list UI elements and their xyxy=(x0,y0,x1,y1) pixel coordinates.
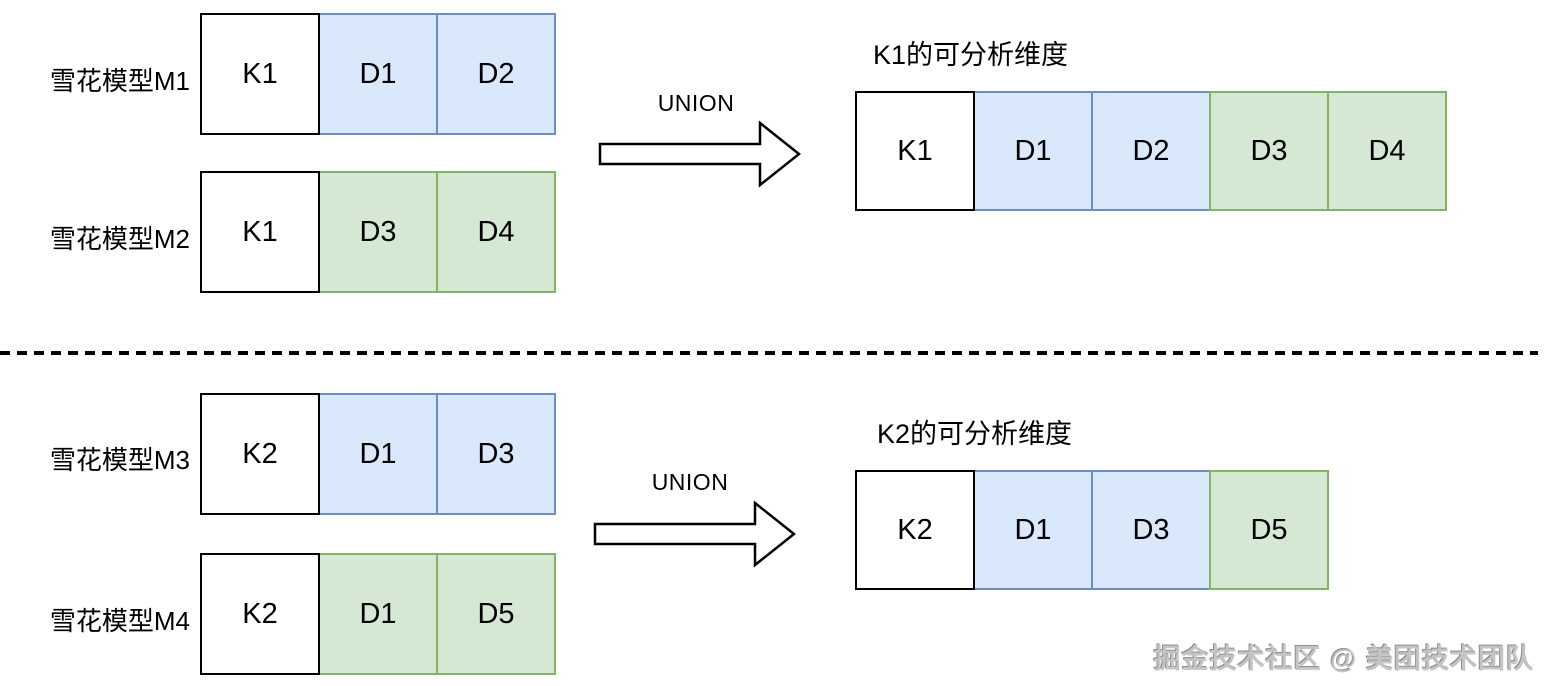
result-row-k1: K1 D1 D2 D3 D4 xyxy=(855,91,1447,211)
union-arrow-icon xyxy=(593,500,797,568)
result-cell: K1 xyxy=(855,91,975,211)
section-divider xyxy=(0,351,1538,355)
model-cell: D3 xyxy=(436,393,556,515)
result-title-k2: K2的可分析维度 xyxy=(877,419,1073,449)
union-label-top: UNION xyxy=(657,90,735,116)
model-row-m1: K1 D1 D2 xyxy=(200,13,556,135)
model-label-m4: 雪花模型M4 xyxy=(49,606,190,636)
model-cell: K1 xyxy=(200,171,320,293)
union-arrow-icon xyxy=(598,120,802,188)
model-label-m2: 雪花模型M2 xyxy=(49,224,190,254)
model-cell: K1 xyxy=(200,13,320,135)
model-cell: D1 xyxy=(318,393,438,515)
model-row-m2: K1 D3 D4 xyxy=(200,171,556,293)
result-cell: K2 xyxy=(855,470,975,590)
model-row-m3: K2 D1 D3 xyxy=(200,393,556,515)
result-cell: D1 xyxy=(973,470,1093,590)
result-row-k2: K2 D1 D3 D5 xyxy=(855,470,1329,590)
result-title-k1: K1的可分析维度 xyxy=(873,40,1069,70)
result-cell: D3 xyxy=(1091,470,1211,590)
model-label-m1: 雪花模型M1 xyxy=(49,66,190,96)
model-cell: K2 xyxy=(200,393,320,515)
watermark: 掘金技术社区 @ 美团技术团队 xyxy=(1153,644,1534,674)
model-cell: D5 xyxy=(436,553,556,675)
union-label-bottom: UNION xyxy=(651,469,729,495)
model-cell: K2 xyxy=(200,553,320,675)
model-row-m4: K2 D1 D5 xyxy=(200,553,556,675)
result-cell: D5 xyxy=(1209,470,1329,590)
model-label-m3: 雪花模型M3 xyxy=(49,445,190,475)
model-cell: D1 xyxy=(318,13,438,135)
result-cell: D1 xyxy=(973,91,1093,211)
model-cell: D2 xyxy=(436,13,556,135)
result-cell: D3 xyxy=(1209,91,1329,211)
result-cell: D4 xyxy=(1327,91,1447,211)
model-cell: D1 xyxy=(318,553,438,675)
model-cell: D3 xyxy=(318,171,438,293)
model-cell: D4 xyxy=(436,171,556,293)
result-cell: D2 xyxy=(1091,91,1211,211)
